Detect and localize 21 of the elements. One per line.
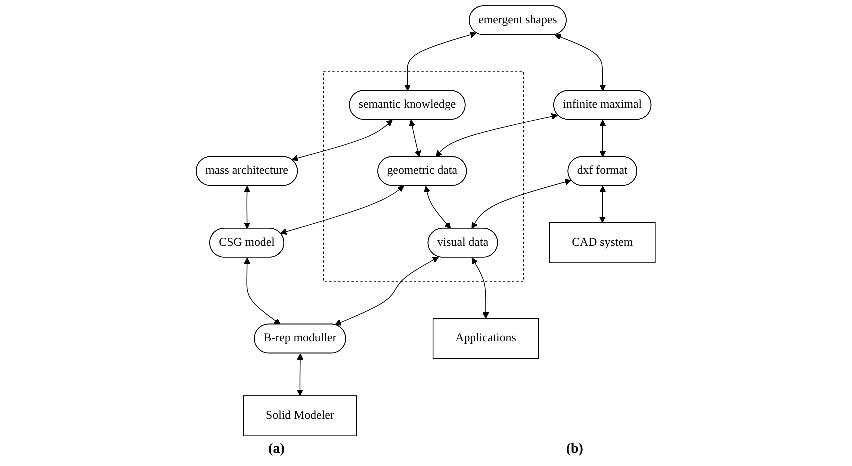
arrow <box>244 258 281 325</box>
arrow <box>409 120 422 158</box>
arrow <box>600 120 606 158</box>
cluster <box>323 72 524 282</box>
arrow <box>244 186 251 230</box>
node-box: Applications <box>433 318 540 360</box>
panel-label: (a) <box>268 442 285 459</box>
arrow <box>292 120 393 162</box>
arrow <box>296 354 304 396</box>
panel-label: (b) <box>566 442 584 459</box>
arrow <box>472 258 490 319</box>
arrow <box>472 179 572 230</box>
arrow <box>599 186 606 224</box>
node-box: CAD system <box>549 222 656 264</box>
arrow <box>424 186 452 230</box>
arrow <box>280 186 404 236</box>
arrow <box>554 34 606 92</box>
arrow <box>404 32 477 92</box>
arrow <box>334 257 440 326</box>
node-box: Solid Modeler <box>243 396 358 436</box>
arrow <box>436 113 558 158</box>
